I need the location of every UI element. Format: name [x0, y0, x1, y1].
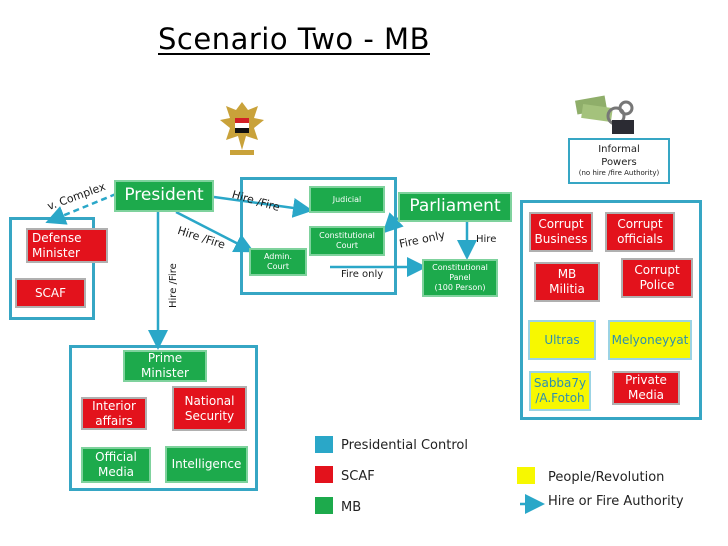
- money-handcuffs-icon: [575, 95, 634, 134]
- informal-frame: [520, 200, 702, 420]
- melyoneyyat-node: Melyoneyyat: [608, 320, 692, 360]
- arrow-parliament-court: [382, 212, 404, 234]
- scaf-node: SCAF: [15, 278, 86, 308]
- admin-court-node: Admin. Court: [249, 248, 307, 276]
- legend-label-mb: MB: [341, 500, 362, 515]
- national-security-node: National Security: [172, 386, 247, 431]
- corrupt-police-node: Corrupt Police: [621, 258, 693, 298]
- parliament-node: Parliament: [398, 192, 512, 222]
- legend-label-hire-fire: Hire or Fire Authority: [548, 494, 684, 509]
- informal-powers-node: Informal Powers (no hire /fire Authority…: [568, 138, 670, 184]
- arrow-president-admin: [175, 210, 255, 253]
- intelligence-node: Intelligence: [165, 446, 248, 483]
- legend-label-people: People/Revolution: [548, 470, 665, 485]
- mb-militia-node: MB Militia: [534, 262, 600, 302]
- judicial-node: Judicial: [309, 186, 385, 213]
- informal-powers-note: (no hire /fire Authority): [578, 169, 660, 177]
- label-hire: Hire: [476, 234, 497, 245]
- corrupt-officials-node: Corrupt officials: [605, 212, 675, 252]
- informal-powers-label: Informal Powers: [598, 144, 640, 168]
- ultras-node: Ultras: [528, 320, 596, 360]
- legend-swatch-presidential: [315, 436, 333, 453]
- constitutional-court-node: Constitutional Court: [309, 226, 385, 256]
- private-media-node: Private Media: [612, 371, 680, 405]
- legend-label-scaf: SCAF: [341, 469, 375, 484]
- defense-minister-node: Defense Minister: [26, 228, 108, 263]
- eagle-emblem-icon: [220, 102, 264, 155]
- corrupt-business-node: Corrupt Business: [529, 212, 593, 252]
- official-media-node: Official Media: [81, 447, 151, 483]
- label-fire-only-court: Fire only: [341, 269, 384, 280]
- legend-swatch-scaf: [315, 466, 333, 483]
- page-title: Scenario Two - MB: [158, 22, 430, 56]
- sabba7y-node: Sabba7y /A.Fotoh: [529, 371, 591, 411]
- legend-swatch-mb: [315, 497, 333, 514]
- arrow-president-defense: [45, 192, 117, 225]
- president-node: President: [114, 180, 214, 212]
- label-hire-fire-vertical: Hire /Fire: [168, 263, 179, 308]
- arrow-president-constitutional: [213, 195, 313, 218]
- constitutional-panel-node: Constitutional Panel (100 Person): [422, 259, 498, 297]
- interior-affairs-node: Interior affairs: [81, 397, 147, 430]
- legend-swatch-people: [517, 467, 535, 484]
- prime-minister-node: Prime Minister: [123, 350, 207, 382]
- legend-label-presidential: Presidential Control: [341, 438, 468, 453]
